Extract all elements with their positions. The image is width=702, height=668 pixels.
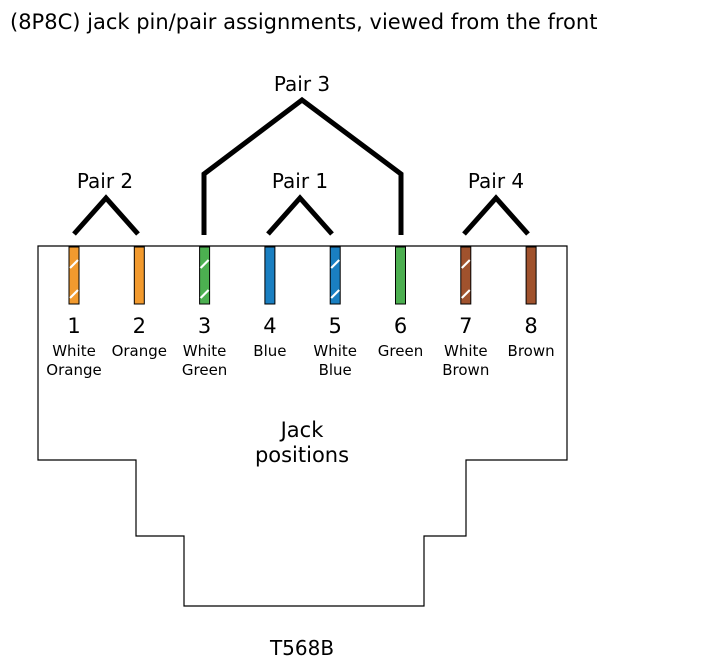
jack-label-line-2: positions — [255, 443, 349, 467]
pin-2-number: 2 — [133, 314, 146, 338]
pin-6-label-line-1: Green — [378, 342, 423, 360]
pair-4-bracket — [462, 194, 530, 236]
pin-1-wire — [68, 246, 80, 305]
standard-label: T568B — [269, 636, 334, 660]
diagram-title: (8P8C) jack pin/pair assignments, viewed… — [10, 10, 597, 34]
pair-2-bracket — [72, 194, 140, 236]
pair-2-label: Pair 2 — [77, 169, 133, 193]
pin-5-stripe — [330, 289, 340, 299]
pair-brackets — [72, 96, 530, 236]
pin-1-label-line-2: Orange — [46, 361, 101, 379]
pin-3-stripe — [199, 259, 210, 269]
pin-8-number: 8 — [524, 314, 537, 338]
pin-7-number: 7 — [459, 314, 472, 338]
pin-5-stripe — [330, 259, 340, 269]
pin-2-wire — [133, 246, 145, 305]
pin-7-stripe — [461, 259, 471, 269]
pin-1-stripe — [69, 259, 79, 269]
pins: 1WhiteOrange2Orange3WhiteGreen4Blue5Whit… — [46, 246, 555, 379]
pair-1-label: Pair 1 — [272, 169, 328, 193]
pin-4-label-line-1: Blue — [253, 342, 286, 360]
pin-6-number: 6 — [394, 314, 407, 338]
pin-3-number: 3 — [198, 314, 211, 338]
jack-label-line-1: Jack — [279, 418, 325, 442]
pin-7-label-line-1: White — [444, 342, 488, 360]
pin-8-wire — [525, 246, 537, 305]
pin-5-number: 5 — [329, 314, 342, 338]
pin-5-label-line-2: Blue — [319, 361, 352, 379]
pin-7-label-line-2: Brown — [442, 361, 489, 379]
pin-3-label-line-1: White — [183, 342, 227, 360]
pair-1-bracket — [266, 194, 334, 236]
pair-4-label: Pair 4 — [468, 169, 524, 193]
pair-3-bracket — [201, 96, 404, 235]
pin-4-number: 4 — [263, 314, 276, 338]
pin-3-wire — [199, 246, 211, 305]
pin-8-label-line-1: Brown — [508, 342, 555, 360]
pin-7-stripe — [461, 289, 471, 299]
pin-3-stripe — [199, 289, 210, 299]
pair-3-label: Pair 3 — [274, 72, 330, 96]
pin-1-stripe — [69, 289, 79, 299]
pin-4-wire — [264, 246, 276, 305]
pin-6-wire — [395, 246, 406, 305]
pin-5-wire — [329, 246, 341, 305]
jack-outline — [37, 245, 568, 607]
pin-1-label-line-1: White — [52, 342, 96, 360]
pin-2-label-line-1: Orange — [112, 342, 167, 360]
pin-3-label-line-2: Green — [182, 361, 227, 379]
pin-7-wire — [460, 246, 472, 305]
pin-5-label-line-1: White — [313, 342, 357, 360]
pin-1-number: 1 — [67, 314, 80, 338]
